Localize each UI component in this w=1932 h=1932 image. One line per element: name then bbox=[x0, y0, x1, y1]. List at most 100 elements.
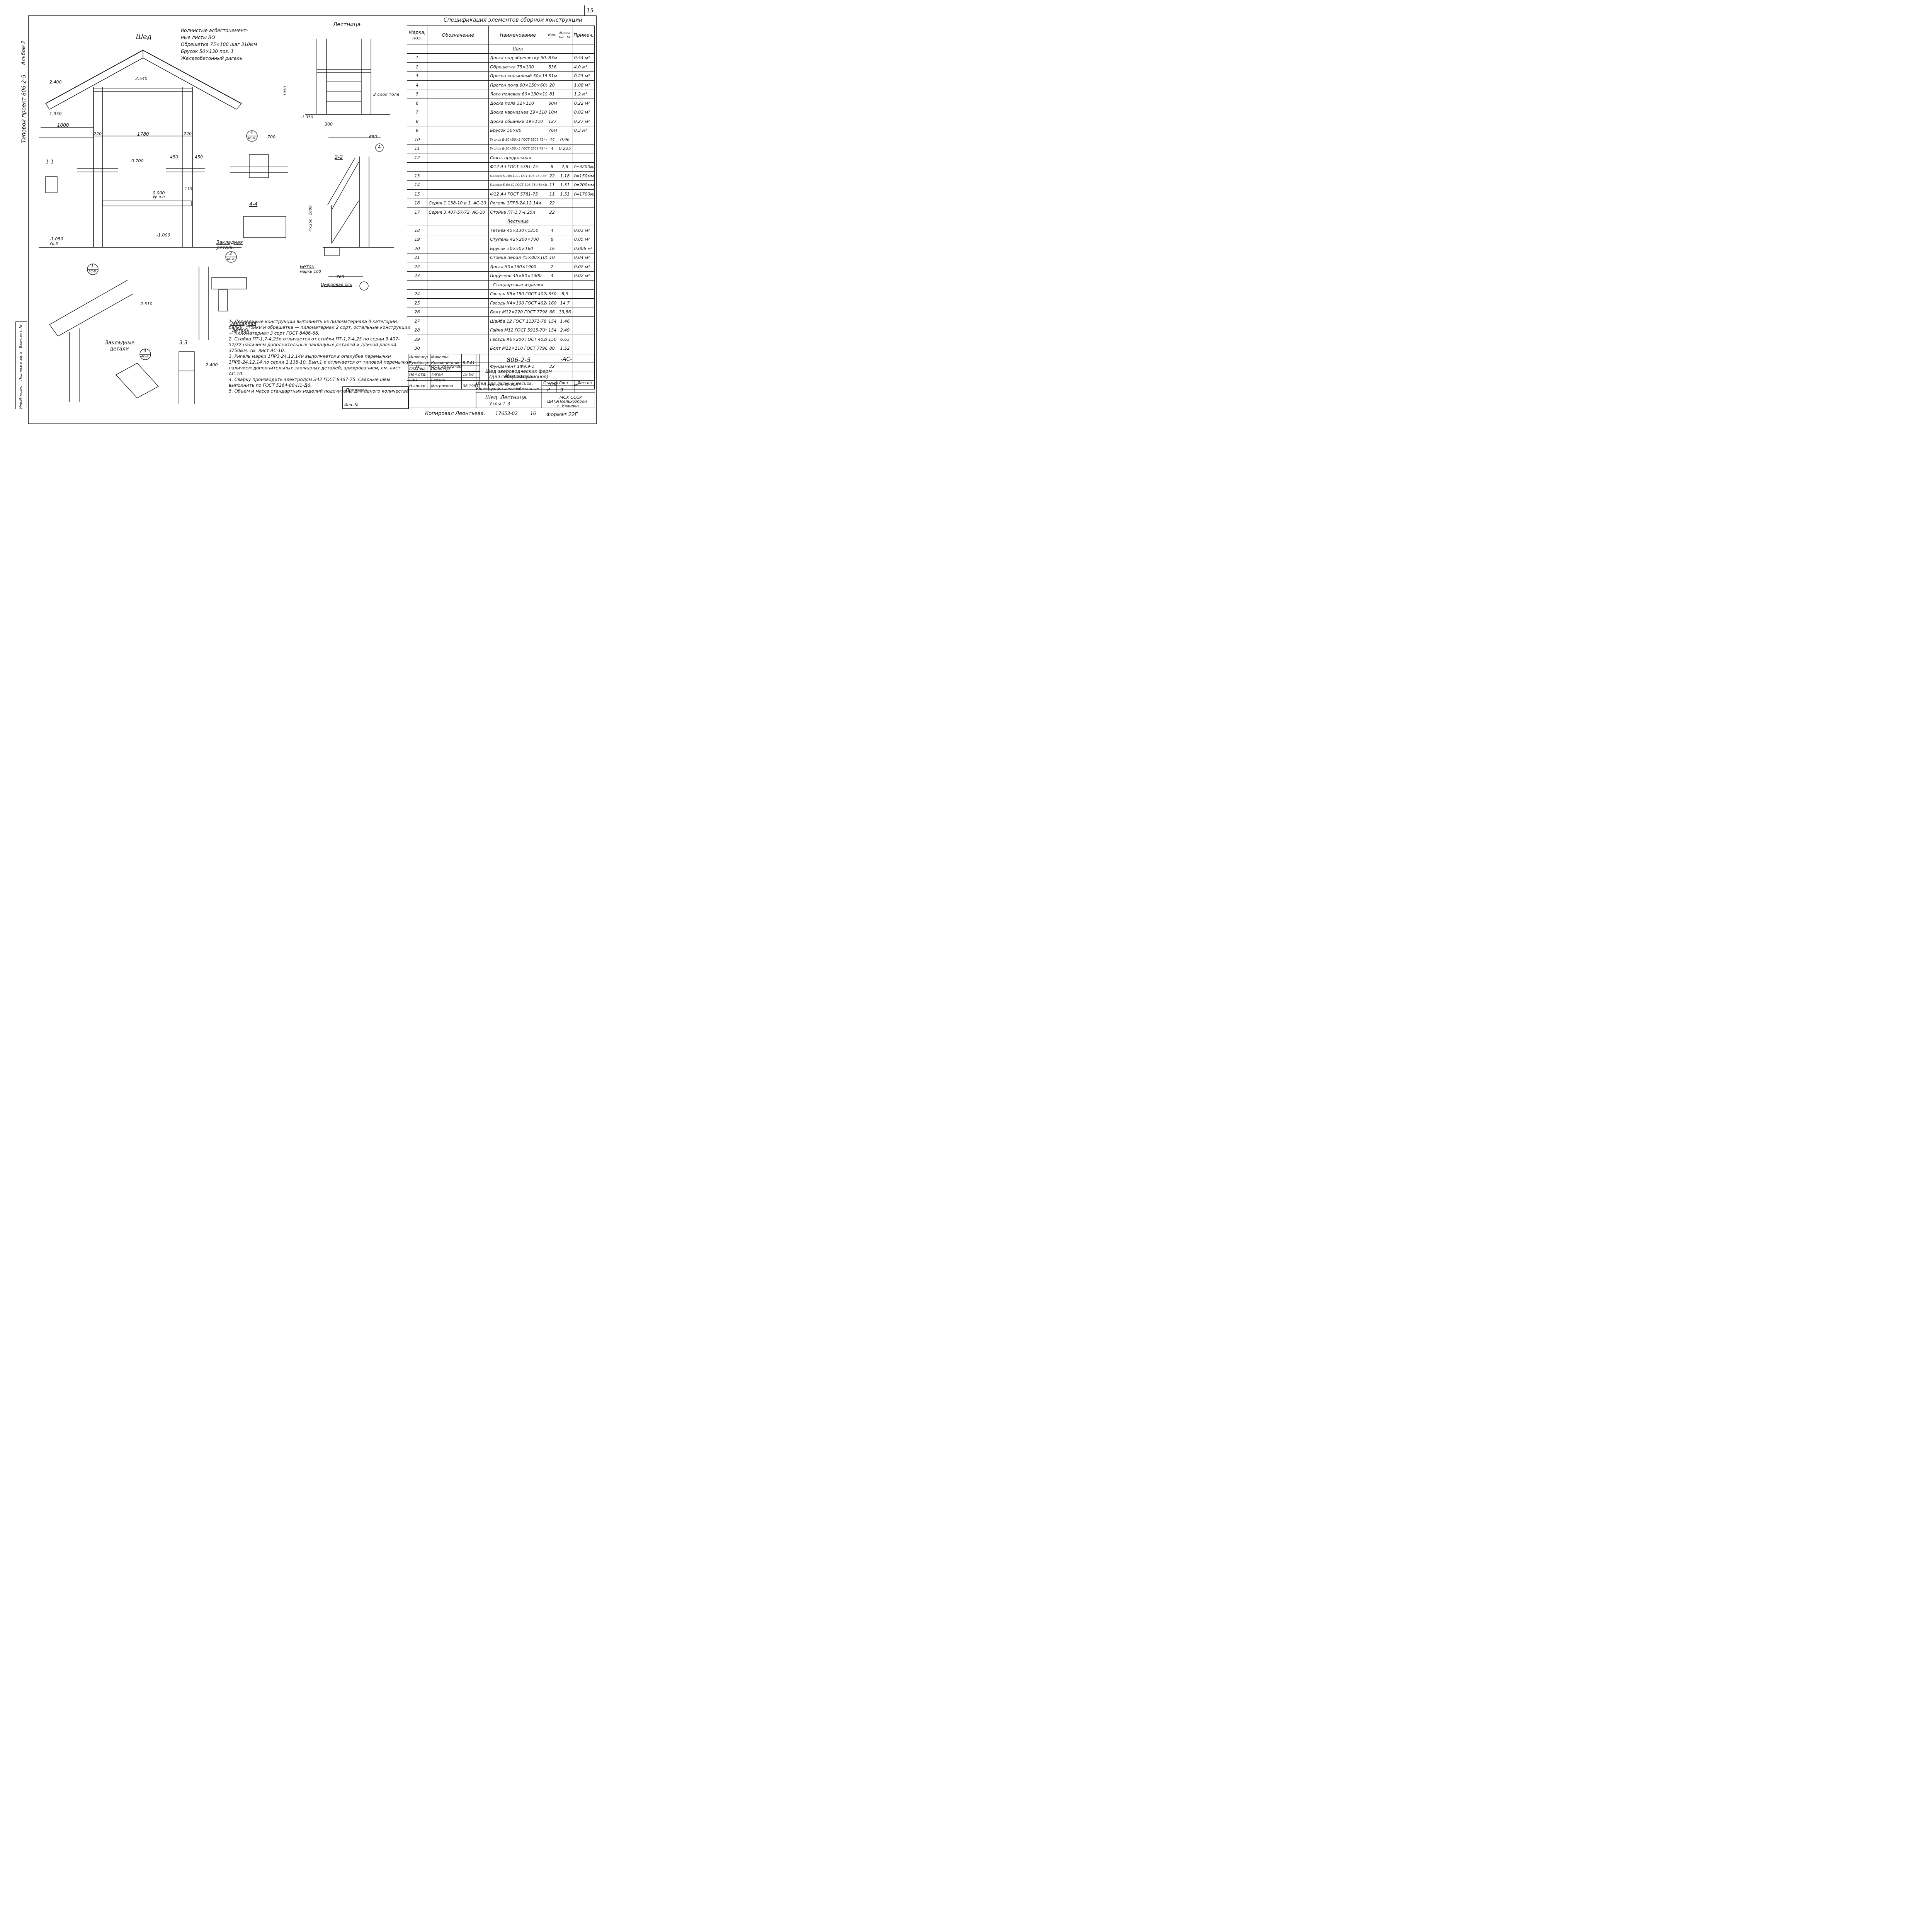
spec-mass bbox=[557, 107, 573, 117]
spec-mass bbox=[557, 89, 573, 99]
spec-note: ℓ=150мм bbox=[572, 171, 595, 181]
dim-2400: 2.400 bbox=[49, 80, 62, 85]
spec-designation: Серия 3.407-57/72, АС-10 bbox=[427, 207, 489, 217]
spec-note bbox=[572, 135, 595, 145]
roof-note: ные листы ВО bbox=[181, 35, 215, 40]
spec-pos: 3 bbox=[406, 71, 428, 81]
title-line-1: Шед звероводческих ферм bbox=[485, 369, 552, 374]
callout-2-sheet: АС-8 bbox=[227, 257, 235, 261]
callout-3-num: 3 bbox=[144, 349, 146, 353]
spec-mass bbox=[557, 380, 573, 389]
role-row: Рук.бр.гр.Крашенинник.8.7.81 bbox=[408, 360, 480, 366]
digital-axis: Цифровая ось bbox=[321, 282, 352, 287]
sheets-header: Листов bbox=[577, 381, 592, 385]
spec-qty: 22 bbox=[547, 207, 558, 217]
org-line-1: МСХ СССР bbox=[560, 395, 582, 400]
binding-block: Привязан Инв. № bbox=[342, 386, 409, 409]
spec-pos: 5 bbox=[406, 89, 428, 99]
header-mass: Масса ед., кг bbox=[557, 26, 573, 44]
spec-qty: 350 bbox=[547, 289, 558, 299]
spec-name: Полоса Б-10×100 ГОСТ 103-76 / Вст3кп2 ГО… bbox=[488, 171, 548, 181]
drawing-frame bbox=[28, 15, 597, 424]
spec-note bbox=[572, 289, 595, 299]
spec-pos: 25 bbox=[406, 298, 428, 308]
spec-pos: 21 bbox=[406, 253, 428, 262]
spec-name: Ступень 42×200×700 bbox=[488, 235, 548, 244]
side-stamp-sign: Подпись и дата bbox=[19, 352, 23, 381]
callout-4-sheet: АС-8 bbox=[248, 136, 255, 140]
roof-note: Волнистые асбестоцемент- bbox=[181, 28, 248, 33]
spec-note bbox=[572, 307, 595, 317]
spec-name: Доска обшивки 19×110 bbox=[488, 117, 548, 126]
section-1-1 bbox=[45, 176, 58, 193]
binding-label: Привязан bbox=[346, 388, 367, 393]
format-label: Формат 22Г bbox=[546, 412, 578, 418]
spec-mass bbox=[557, 226, 573, 235]
spec-designation bbox=[427, 226, 489, 235]
spec-pos: 29 bbox=[406, 335, 428, 344]
spec-mass bbox=[557, 99, 573, 108]
spec-header-row: Марка, поз. Обозначение Наименование Кол… bbox=[406, 26, 595, 44]
spec-mass bbox=[557, 80, 573, 90]
axis-a-circle bbox=[375, 143, 384, 152]
spec-row: Стандартные изделия bbox=[406, 280, 595, 290]
spec-designation bbox=[427, 244, 489, 253]
spec-note: 0,02 м³ bbox=[572, 262, 595, 272]
spec-name: Бетон М-100 bbox=[488, 380, 548, 389]
spec-designation bbox=[427, 316, 489, 326]
embedded-parts-label-2: детали bbox=[110, 346, 129, 352]
detail-4 bbox=[230, 154, 288, 178]
spec-qty: 10м bbox=[547, 107, 558, 117]
spec-mass bbox=[557, 117, 573, 126]
concrete-label: Бетон bbox=[300, 264, 315, 269]
spec-note: ℓ=200мм bbox=[572, 180, 595, 190]
spec-designation bbox=[427, 99, 489, 108]
spec-name: Уголок Б-50×50×5 ГОСТ 8509-72* / Вст3кп2… bbox=[488, 144, 548, 153]
spec-qty: 536м bbox=[547, 62, 558, 72]
spec-mass: 6,63 bbox=[557, 335, 573, 344]
spec-qty: 22 bbox=[547, 171, 558, 181]
section-2-2-label: 2-2 bbox=[335, 155, 343, 160]
spec-mass bbox=[557, 235, 573, 244]
spec-mass: 2,8 bbox=[557, 162, 573, 172]
sheet-value: 9 bbox=[560, 387, 563, 393]
dim-1780: 1780 bbox=[137, 131, 149, 137]
roof-note: Брусок 50×130 поз. 1 bbox=[181, 49, 234, 54]
spec-qty: 8 bbox=[547, 162, 558, 172]
spec-qty: 31м bbox=[547, 71, 558, 81]
spec-name: Брусок 50×80 bbox=[488, 126, 548, 135]
spec-mass bbox=[557, 271, 573, 281]
embedded-part-label-detail2b: деталь bbox=[232, 328, 249, 333]
spec-designation bbox=[427, 71, 489, 81]
callout-2-num: 2 bbox=[230, 252, 232, 256]
detail-3 bbox=[115, 363, 159, 398]
org-line-2: ЦИТЭПсельхозпром bbox=[547, 400, 587, 404]
spec-section-title: Шед bbox=[488, 44, 548, 54]
spec-qty: 11 bbox=[547, 180, 558, 190]
spec-pos: 10 bbox=[406, 135, 428, 145]
spec-name: Гвоздь К6×200 ГОСТ 4028-63* bbox=[488, 335, 548, 344]
callout-1-sheet: АС-8 bbox=[88, 270, 96, 273]
spec-qty: 81 bbox=[547, 89, 558, 99]
spec-name bbox=[488, 353, 548, 362]
shed-elevation bbox=[39, 49, 242, 248]
spec-name: Брусок 50×50×160 bbox=[488, 244, 548, 253]
spec-designation bbox=[427, 89, 489, 99]
spec-pos: 9 bbox=[406, 126, 428, 135]
role-date: 08.1981 bbox=[461, 383, 480, 389]
axis-letter: A bbox=[378, 145, 381, 150]
spec-note: 0,04 м³ bbox=[572, 253, 595, 262]
spec-name: Поручень 45×80×1300 bbox=[488, 271, 548, 281]
spec-pos bbox=[406, 162, 428, 172]
spec-name: Гвоздь К4×100 ГОСТ 4028-63* bbox=[488, 298, 548, 308]
embedded-part-label: Закладная bbox=[216, 240, 243, 245]
callout-3-sheet: АС-8 bbox=[141, 355, 149, 358]
